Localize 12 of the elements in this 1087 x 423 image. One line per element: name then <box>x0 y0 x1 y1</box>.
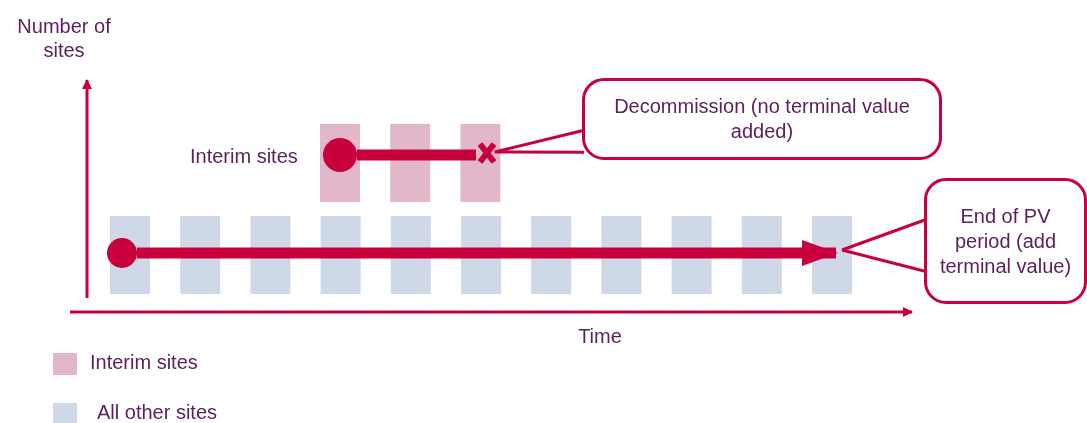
callout-box: Decommission (no terminal value added) <box>582 78 942 160</box>
timeline-arrow <box>137 240 838 266</box>
legend-label: Interim sites <box>90 350 198 374</box>
callout-box: End of PV period (add terminal value) <box>924 178 1087 304</box>
legend-label: All other sites <box>97 400 218 423</box>
cross-mark <box>476 141 498 165</box>
callout-pointer <box>493 128 586 154</box>
y-axis-label: Number of sites <box>16 14 112 62</box>
x-axis-label: Time <box>577 324 623 348</box>
row-label: Interim sites <box>190 144 298 168</box>
start-dot <box>107 238 137 268</box>
timeline-bar <box>357 149 476 161</box>
